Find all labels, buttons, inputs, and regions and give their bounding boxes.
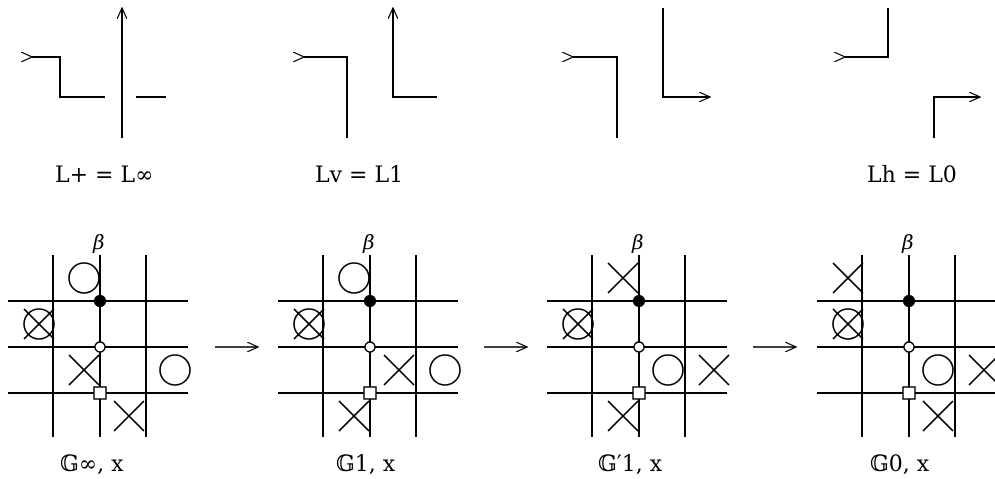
open-dot — [364, 341, 376, 353]
open-dot — [633, 341, 645, 353]
filled-dot — [632, 294, 646, 308]
o-marking — [23, 308, 55, 340]
o-marking — [338, 262, 370, 294]
x-marking — [698, 354, 730, 386]
beta-label-3: β — [632, 230, 644, 254]
filled-dot — [902, 294, 916, 308]
o-marking — [652, 354, 684, 386]
o-marking — [159, 354, 191, 386]
filled-dot — [93, 294, 107, 308]
open-dot — [903, 341, 915, 353]
filled-dot — [363, 294, 377, 308]
beta-label-2: β — [363, 230, 375, 254]
o-marking — [562, 308, 594, 340]
square-marker — [902, 386, 916, 400]
x-marking — [68, 354, 100, 386]
x-marking — [968, 354, 995, 386]
x-marking — [832, 308, 864, 340]
square-marker — [632, 386, 646, 400]
link-diagram-middle — [573, 8, 710, 138]
x-marking — [607, 400, 639, 432]
open-dot — [94, 341, 106, 353]
label-G-0: 𝔾0, x — [870, 452, 930, 477]
beta-label-1: β — [93, 230, 105, 254]
grid-G-0 — [817, 255, 995, 437]
x-marking — [383, 354, 415, 386]
o-marking — [922, 354, 954, 386]
label-L-plus: L+ = L∞ — [55, 163, 154, 188]
x-marking — [338, 400, 370, 432]
x-marking — [113, 400, 145, 432]
o-marking — [68, 262, 100, 294]
x-marking — [293, 308, 325, 340]
o-marking — [832, 308, 864, 340]
grid-G-infinity — [8, 255, 191, 437]
beta-label-4: β — [902, 230, 914, 254]
label-G-infinity: 𝔾∞, x — [60, 452, 124, 477]
square-marker — [93, 386, 107, 400]
x-marking — [922, 400, 954, 432]
grid-G-1-prime — [547, 255, 730, 437]
label-G-1-prime: 𝔾′1, x — [598, 452, 663, 477]
link-diagram-L-v — [304, 8, 437, 138]
grid-G-1 — [278, 255, 461, 437]
label-G-1: 𝔾1, x — [336, 452, 396, 477]
label-L-h: Lh = L0 — [867, 163, 957, 188]
x-marking — [832, 262, 864, 294]
link-diagram-L-plus — [32, 8, 166, 138]
link-diagram-L-h — [845, 8, 980, 138]
x-marking — [607, 262, 639, 294]
o-marking — [429, 354, 461, 386]
square-marker — [363, 386, 377, 400]
label-L-v: Lv = L1 — [315, 163, 404, 188]
x-marking — [562, 308, 594, 340]
x-marking — [23, 308, 55, 340]
o-marking — [293, 308, 325, 340]
